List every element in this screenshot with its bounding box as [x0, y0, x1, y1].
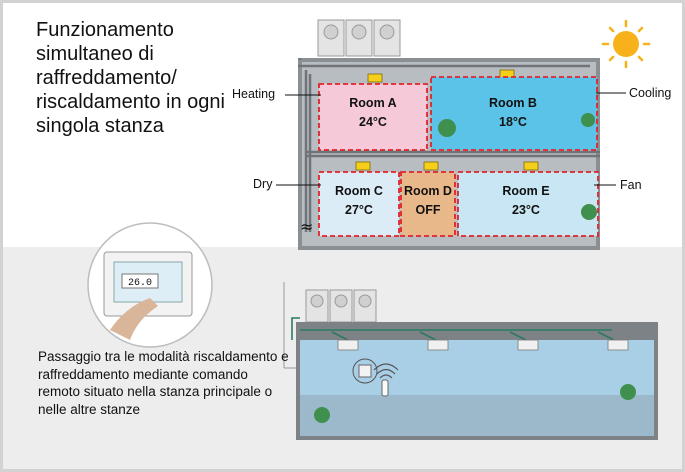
- callout-line: [283, 282, 296, 369]
- handheld-remote-icon: [381, 379, 389, 397]
- plant-icon: [581, 113, 595, 127]
- room-e-area: [458, 172, 598, 236]
- heating-label: Heating: [232, 87, 276, 101]
- room-c-area: [319, 172, 399, 236]
- room-a-name: Room A: [349, 96, 396, 110]
- room-d-name: Room D: [404, 184, 452, 198]
- room-e-value: 23°C: [512, 203, 540, 217]
- plant-icon: [620, 384, 636, 400]
- hand-icon: [110, 298, 158, 340]
- wall-remote-highlight: [352, 358, 378, 384]
- wall-remote-icon: [358, 364, 372, 378]
- caption: Passaggio tra le modalità riscaldamento …: [38, 349, 289, 417]
- room-b-name: Room B: [489, 96, 537, 110]
- pipe-break-icon: ≈: [300, 217, 313, 236]
- refrigerant-piping: [298, 58, 600, 232]
- label-leaders: [276, 92, 626, 186]
- room-b-value: 18°C: [499, 115, 527, 129]
- wireless-signal-icon: [373, 363, 399, 379]
- room-a-value: 24°C: [359, 115, 387, 129]
- room-a-area: [319, 84, 427, 150]
- cooling-label: Cooling: [629, 86, 672, 100]
- outdoor-unit-icon: [305, 289, 377, 323]
- plant-icon: [314, 407, 330, 423]
- remote-display-value: 26.0: [128, 278, 152, 289]
- room-d-value: OFF: [416, 203, 441, 217]
- room-e-outline: [457, 171, 599, 237]
- fan-label: Fan: [620, 178, 642, 192]
- plant-icon: [438, 119, 456, 137]
- room-c-outline: [318, 171, 400, 237]
- room-c-name: Room C: [335, 184, 383, 198]
- room-d-outline: [400, 171, 456, 237]
- room-e-name: Room E: [502, 184, 549, 198]
- room-c-value: 27°C: [345, 203, 373, 217]
- headline: Funzionamento simultaneo di raffreddamen…: [36, 19, 225, 137]
- room-d-area: [401, 172, 455, 236]
- floor-area: [300, 395, 654, 436]
- indoor-unit-icon: [355, 69, 539, 171]
- dry-label: Dry: [253, 177, 273, 191]
- outdoor-unit-icon: [317, 19, 401, 57]
- plant-icon: [581, 204, 597, 220]
- room-a-outline: [318, 83, 428, 151]
- green-piping: [291, 317, 615, 341]
- room-b-area: [431, 77, 597, 150]
- remote-controller-icon: 26.0: [103, 251, 193, 317]
- cassette-unit-icon: [337, 339, 629, 351]
- room-b-outline: [430, 76, 598, 151]
- sun-icon: [601, 19, 651, 69]
